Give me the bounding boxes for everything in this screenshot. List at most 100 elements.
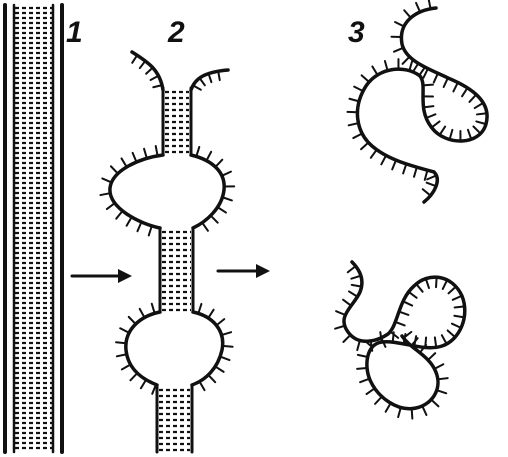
base-tick [102,178,111,182]
base-tick [216,319,224,325]
base-tick [116,211,122,219]
partially-denatured-dna [100,52,234,452]
double-strand-dna [5,5,62,452]
arrow-right-icon [72,269,132,283]
base-tick [211,216,218,223]
base-tick [385,61,388,71]
base-tick [438,378,448,379]
base-tick [409,61,412,71]
base-tick [351,276,361,279]
base-tick [473,126,480,133]
base-tick [218,207,226,212]
base-tick [453,296,462,300]
base-tick [206,152,211,161]
base-tick [215,160,222,167]
base-tick [223,346,233,347]
base-tick [208,375,215,382]
base-tick [151,76,159,80]
base-tick [413,63,418,71]
base-tick [476,121,486,124]
base-tick [144,149,147,159]
base-tick [193,85,201,89]
base-tick [343,300,351,306]
base-tick [152,304,155,314]
base-tick [358,355,368,357]
base-tick [220,357,229,360]
base-tick [222,172,231,176]
coil-upper [357,8,487,202]
base-tick [349,291,357,296]
base-tick [409,292,417,298]
base-tick [222,197,231,200]
base-tick [196,147,199,157]
base-tick [444,78,448,87]
base-tick [111,166,118,173]
base-tick [434,73,438,82]
base-tick [198,304,201,314]
stage-1-label: 1 [66,16,83,49]
stem-bottom [157,385,192,452]
base-tick [399,312,408,315]
stem-top [163,88,191,155]
base-tick [375,397,382,404]
base-tick [426,114,435,118]
base-tick [367,388,375,394]
base-tick [423,189,431,195]
base-tick [349,123,359,125]
base-tick [477,113,487,114]
base-tick [436,277,437,287]
base-tick [122,158,127,167]
base-tick [215,366,223,371]
base-tick [381,155,386,164]
base-tick [348,266,356,272]
base-tick [349,99,359,102]
base-tick [357,340,360,350]
base-tick [140,61,145,68]
base-tick [380,332,381,342]
base-tick [442,335,447,344]
base-tick [423,85,433,86]
base-tick [222,332,232,335]
base-tick [403,164,406,173]
base-tick [432,121,440,127]
base-tick [132,55,137,63]
base-tick [107,203,115,209]
stem-middle [160,228,193,312]
base-tick [149,226,152,236]
base-tick [357,368,367,369]
base-tick [416,284,422,292]
base-tick [141,380,146,389]
base-tick [423,106,433,107]
base-tick [449,287,456,294]
base-tick [152,385,156,394]
base-tick [393,332,394,342]
base-tick [404,10,411,18]
base-tick [434,364,443,369]
base-tick [361,142,368,149]
base-tick [362,75,369,82]
base-tick [443,280,447,289]
single-strand-coils [335,0,487,419]
base-tick [335,326,345,329]
base-tick [200,78,205,85]
base-tick [120,328,129,333]
base-tick [469,95,476,102]
base-tick [440,127,445,135]
base-tick [453,82,457,91]
base-tick [412,409,413,419]
base-tick [475,103,484,108]
base-tick [462,88,467,96]
base-tick [386,403,391,412]
base-tick [360,379,369,383]
base-tick [426,279,429,288]
base-tick [371,150,377,158]
base-tick [450,130,453,140]
base-tick [428,353,435,360]
base-tick [416,3,420,12]
base-tick [208,310,213,318]
base-tick [343,335,350,342]
base-tick [431,400,438,407]
base-tick [395,22,404,26]
base-tick [403,301,412,305]
